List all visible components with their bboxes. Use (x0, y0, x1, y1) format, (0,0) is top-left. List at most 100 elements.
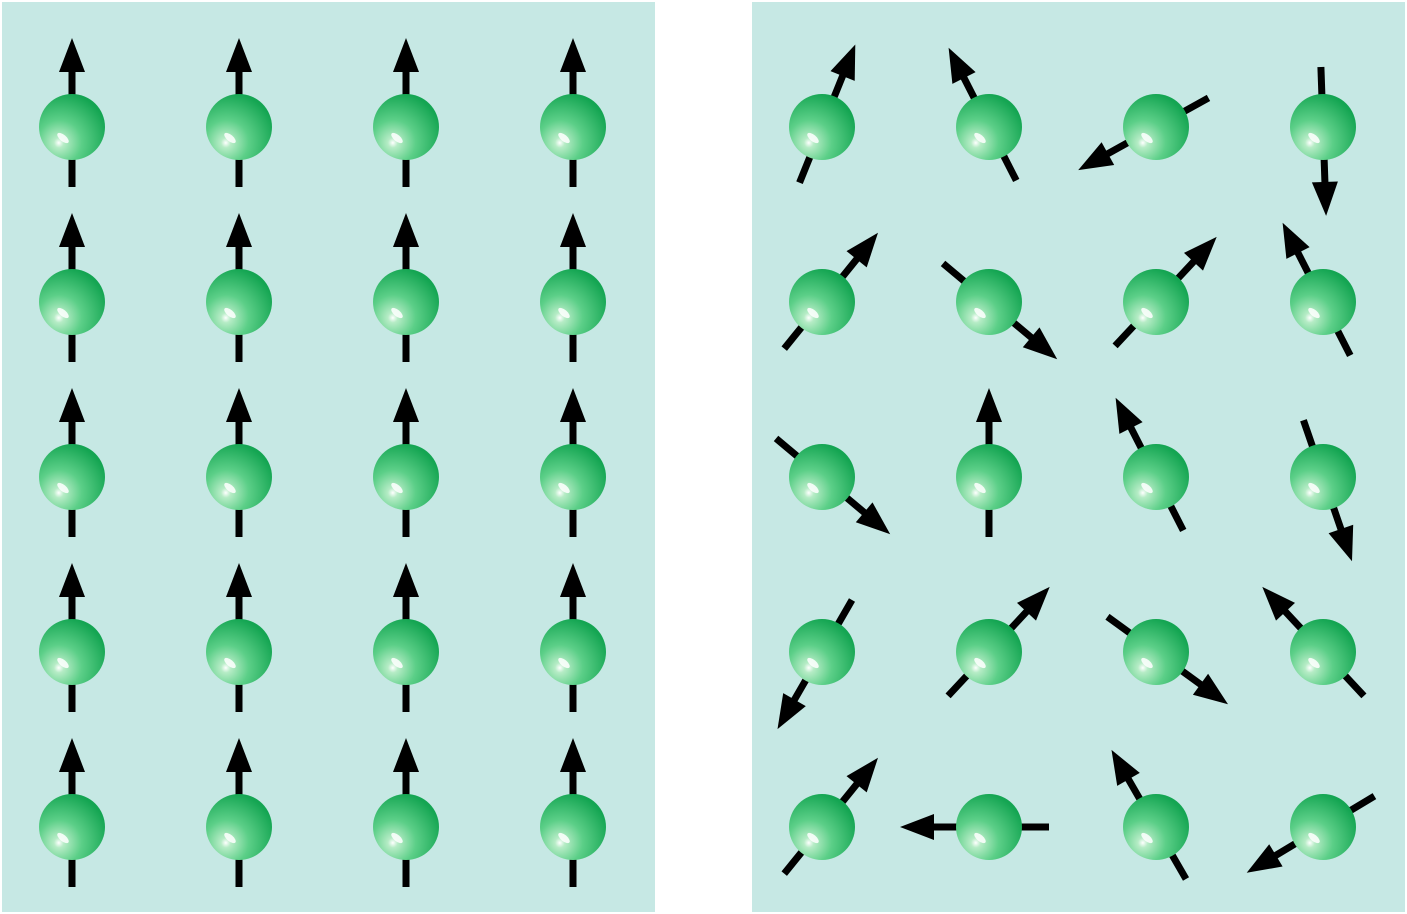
sphere-highlight (224, 482, 236, 494)
sphere-highlight (974, 132, 986, 144)
atom-sphere (1123, 94, 1189, 160)
spin-arrowhead (59, 738, 85, 772)
spin (1246, 793, 1377, 873)
sphere-highlight (558, 832, 570, 844)
atom-sphere (1123, 444, 1189, 510)
spin (540, 563, 606, 712)
sphere-highlight (224, 657, 236, 669)
spin-arrowhead (560, 563, 586, 597)
spin-arrowhead (777, 693, 806, 730)
sphere-highlight (558, 307, 570, 319)
spin (956, 388, 1022, 537)
sphere-highlight (391, 482, 403, 494)
atom-sphere (206, 444, 272, 510)
spin (206, 38, 272, 187)
spin-arrowhead (226, 213, 252, 247)
sphere-highlight (974, 482, 986, 494)
atom-sphere (373, 619, 439, 685)
disordered-panel-spins (773, 44, 1377, 881)
atom-sphere (789, 94, 855, 160)
spin (540, 388, 606, 537)
sphere-highlight (558, 132, 570, 144)
spin-arrowhead (1078, 142, 1115, 171)
atom-sphere (373, 269, 439, 335)
spin-arrowhead (560, 738, 586, 772)
spin-arrowhead (393, 563, 419, 597)
spin-arrowhead (393, 213, 419, 247)
spin-arrowhead (560, 38, 586, 72)
spin (373, 213, 439, 362)
spin-arrowhead (846, 757, 878, 793)
sphere-highlight (1141, 132, 1153, 144)
spin-arrowhead (226, 38, 252, 72)
spin (1078, 94, 1211, 171)
atom-sphere (956, 794, 1022, 860)
atom-sphere (1290, 444, 1356, 510)
spin-arrowhead (226, 738, 252, 772)
atom-sphere (206, 94, 272, 160)
atom-sphere (540, 269, 606, 335)
sphere-highlight (807, 657, 819, 669)
spin (206, 563, 272, 712)
ordered-panel-spins (39, 38, 606, 887)
spin (540, 213, 606, 362)
spin (1282, 222, 1356, 358)
spin-arrowhead (1192, 673, 1228, 705)
atom-sphere (1290, 94, 1356, 160)
sphere-highlight (57, 132, 69, 144)
atom-sphere (39, 794, 105, 860)
sphere-highlight (1308, 307, 1320, 319)
atom-sphere (789, 269, 855, 335)
atom-sphere (1123, 269, 1189, 335)
spin (540, 38, 606, 187)
sphere-highlight (1308, 482, 1320, 494)
spin (373, 38, 439, 187)
atom-sphere (956, 269, 1022, 335)
spin (1111, 749, 1190, 881)
spin (373, 563, 439, 712)
spin (39, 213, 105, 362)
spin-arrowhead (1246, 844, 1283, 873)
sphere-highlight (807, 482, 819, 494)
sphere-highlight (391, 657, 403, 669)
spin-arrowhead (393, 38, 419, 72)
atom-sphere (540, 619, 606, 685)
sphere-highlight (807, 832, 819, 844)
spin-arrowhead (1311, 181, 1338, 216)
sphere-highlight (1308, 132, 1320, 144)
atom-sphere (1290, 269, 1356, 335)
spin (777, 598, 856, 730)
sphere-highlight (57, 657, 69, 669)
spin-arrowhead (393, 738, 419, 772)
atom-sphere (1290, 619, 1356, 685)
spin-arrowhead (1282, 222, 1310, 259)
spin-arrowhead (1022, 327, 1058, 360)
spin-arrowhead (948, 47, 976, 84)
spin (373, 388, 439, 537)
sphere-highlight (1141, 832, 1153, 844)
sphere-highlight (1141, 657, 1153, 669)
sphere-highlight (558, 482, 570, 494)
spin (1262, 586, 1367, 699)
spin (781, 757, 878, 876)
sphere-highlight (391, 307, 403, 319)
atom-sphere (1123, 619, 1189, 685)
sphere-highlight (974, 832, 986, 844)
spin (1115, 397, 1189, 533)
spin-arrowhead (59, 563, 85, 597)
spin (39, 38, 105, 187)
atom-sphere (956, 94, 1022, 160)
atom-sphere (373, 94, 439, 160)
atom-sphere (540, 444, 606, 510)
spin-arrowhead (900, 814, 934, 840)
sphere-highlight (57, 482, 69, 494)
spin (39, 738, 105, 887)
atom-sphere (956, 619, 1022, 685)
sphere-highlight (57, 832, 69, 844)
spin (1105, 613, 1228, 705)
atom-sphere (789, 444, 855, 510)
spin-arrowhead (1111, 749, 1140, 786)
sphere-highlight (807, 307, 819, 319)
spin-arrowhead (1017, 586, 1050, 621)
